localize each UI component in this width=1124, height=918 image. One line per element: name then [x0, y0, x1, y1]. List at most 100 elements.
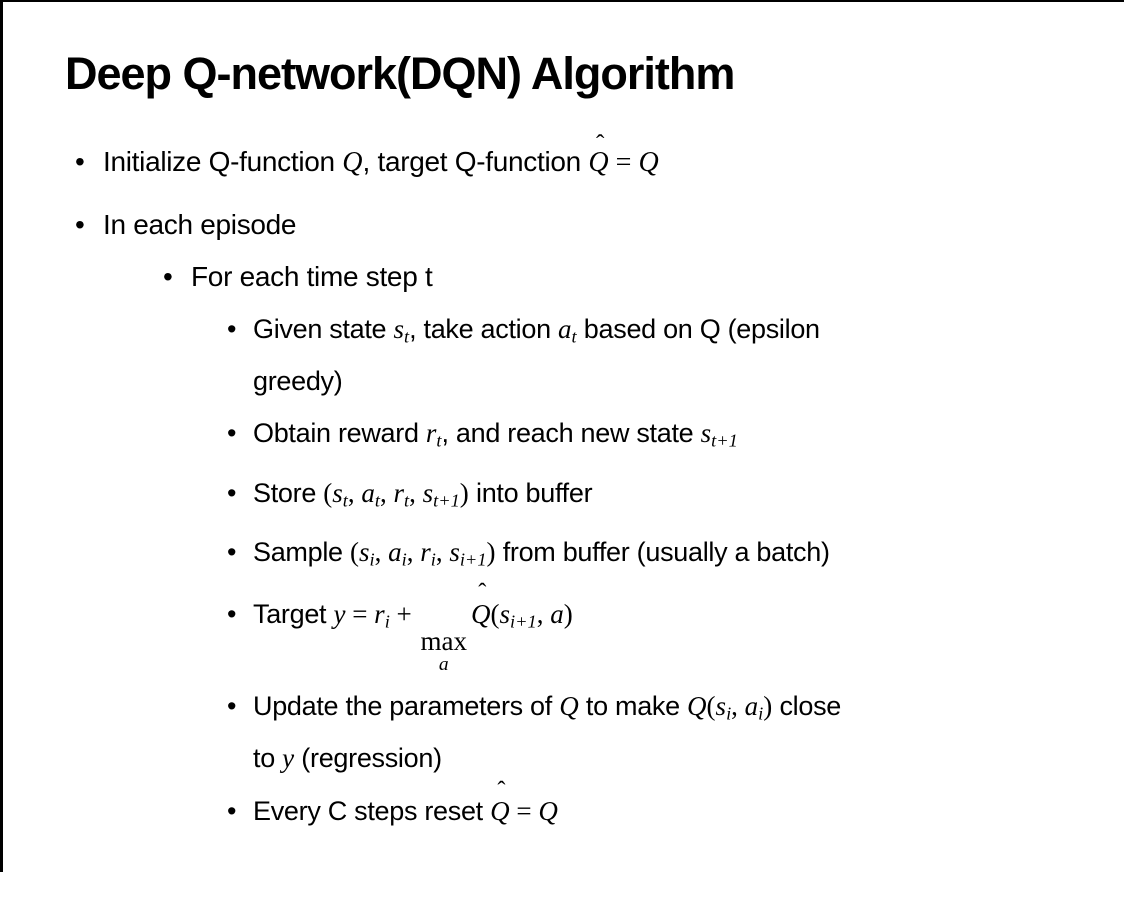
math-var: y	[282, 743, 295, 774]
text-segment: from buffer (usually a batch)	[495, 537, 830, 568]
hat-accent: ˆ	[497, 777, 506, 805]
text-segment: Every C steps reset	[253, 796, 491, 827]
math-operator: =	[608, 147, 639, 178]
math-var: s	[393, 314, 404, 344]
math-var: Q	[687, 690, 707, 721]
text-segment: close	[772, 690, 842, 721]
text-line: to y (regression)	[253, 736, 841, 781]
math-var: r	[420, 537, 431, 568]
hat-accent: ˆ	[478, 579, 487, 607]
bullet-text: Given state st, take action at based on …	[253, 307, 820, 404]
math-subscript: t	[571, 326, 577, 347]
text-segment: to	[253, 743, 283, 774]
max-underscript: a	[438, 654, 449, 676]
math-subscript: i	[384, 611, 390, 632]
list-item: • Given state st, take action at based o…	[227, 307, 1124, 404]
slide-title: Deep Q-network(DQN) Algorithm	[65, 48, 735, 99]
math-var: y	[333, 598, 346, 629]
math-subscript: t+1	[433, 490, 460, 511]
bullet-text: For each time step t	[191, 261, 433, 292]
math-var: r	[393, 477, 404, 508]
bullet-icon: •	[227, 314, 237, 344]
text-segment: Store	[253, 477, 324, 508]
text-line: Update the parameters of Q to make Q(si,…	[253, 684, 841, 736]
math-var: a	[744, 690, 759, 721]
bullet-text: Obtain reward rt, and reach new state st…	[253, 411, 738, 463]
math-comma: ,	[435, 537, 450, 568]
text-segment: Update the parameters of	[253, 690, 560, 721]
math-comma: ,	[536, 598, 551, 629]
text-segment: into buffer	[468, 477, 593, 508]
bullet-text: Initialize Q-function Q, target Q-functi…	[103, 131, 659, 183]
text-segment: Given state	[253, 314, 394, 344]
bullet-list: • Initialize Q-function Q, target Q-func…	[3, 131, 1124, 834]
bullet-text: Store (st, at, rt, st+1) into buffer	[253, 471, 593, 523]
math-var: a	[361, 477, 375, 508]
math-subscript: i	[726, 703, 732, 724]
text-segment: Sample	[253, 537, 350, 568]
math-var: s	[332, 477, 343, 508]
math-paren: (	[490, 598, 500, 629]
math-var: Q	[538, 796, 558, 827]
math-var: s	[358, 537, 370, 568]
text-segment: , target Q-function	[362, 146, 589, 177]
bullet-icon: •	[227, 690, 237, 721]
math-var: r	[425, 418, 437, 449]
list-item: • Initialize Q-function Q, target Q-func…	[75, 131, 1124, 183]
math-paren: (	[323, 477, 333, 508]
math-comma: ,	[406, 537, 421, 568]
math-var: Q	[559, 690, 579, 721]
hat-accent: ˆ	[595, 131, 605, 159]
math-paren: )	[459, 477, 469, 508]
math-var: s	[700, 418, 712, 449]
math-var: s	[422, 477, 434, 508]
bullet-icon: •	[75, 209, 85, 240]
slide: Deep Q-network(DQN) Algorithm • Initiali…	[3, 48, 1124, 918]
math-var: Q	[342, 147, 363, 178]
max-label: max	[420, 625, 468, 656]
math-var: s	[715, 690, 727, 721]
math-var: s	[499, 598, 511, 629]
text-segment: Initialize Q-function	[103, 146, 343, 177]
math-operator: =	[345, 598, 375, 629]
bullet-icon: •	[227, 598, 237, 629]
math-subscript: t+1	[711, 430, 738, 451]
bullet-icon: •	[163, 261, 173, 292]
text-segment: (regression)	[294, 743, 442, 774]
list-item: • In each episode	[75, 205, 1124, 245]
math-subscript: t	[404, 490, 410, 511]
math-subscript: t	[404, 326, 410, 347]
math-subscript: i	[430, 549, 436, 570]
math-comma: ,	[409, 477, 423, 508]
list-item: • Sample (si, ai, ri, si+1) from buffer …	[227, 530, 1124, 582]
math-operator: =	[509, 796, 539, 827]
bullet-icon: •	[227, 477, 237, 508]
math-paren: )	[486, 537, 496, 568]
math-subscript: t	[436, 430, 442, 451]
math-var: s	[449, 537, 460, 568]
math-subscript: t	[374, 490, 380, 511]
bullet-text: In each episode	[103, 209, 297, 240]
math-operator: +	[389, 598, 419, 629]
math-comma: ,	[374, 537, 389, 568]
bullet-icon: •	[227, 796, 237, 827]
math-subscript: i	[758, 703, 764, 724]
bullet-text: Update the parameters of Q to make Q(si,…	[253, 684, 841, 781]
math-subscript: i	[401, 549, 407, 570]
math-comma: ,	[347, 477, 362, 508]
math-subscript: i+1	[510, 611, 537, 632]
text-segment: Target	[253, 598, 334, 629]
math-subscript: i+1	[459, 549, 487, 570]
text-line: greedy)	[253, 366, 343, 397]
math-var: a	[388, 537, 402, 568]
math-subscript: t	[342, 490, 348, 511]
bullet-icon: •	[75, 146, 85, 177]
math-var: Q	[638, 147, 659, 178]
